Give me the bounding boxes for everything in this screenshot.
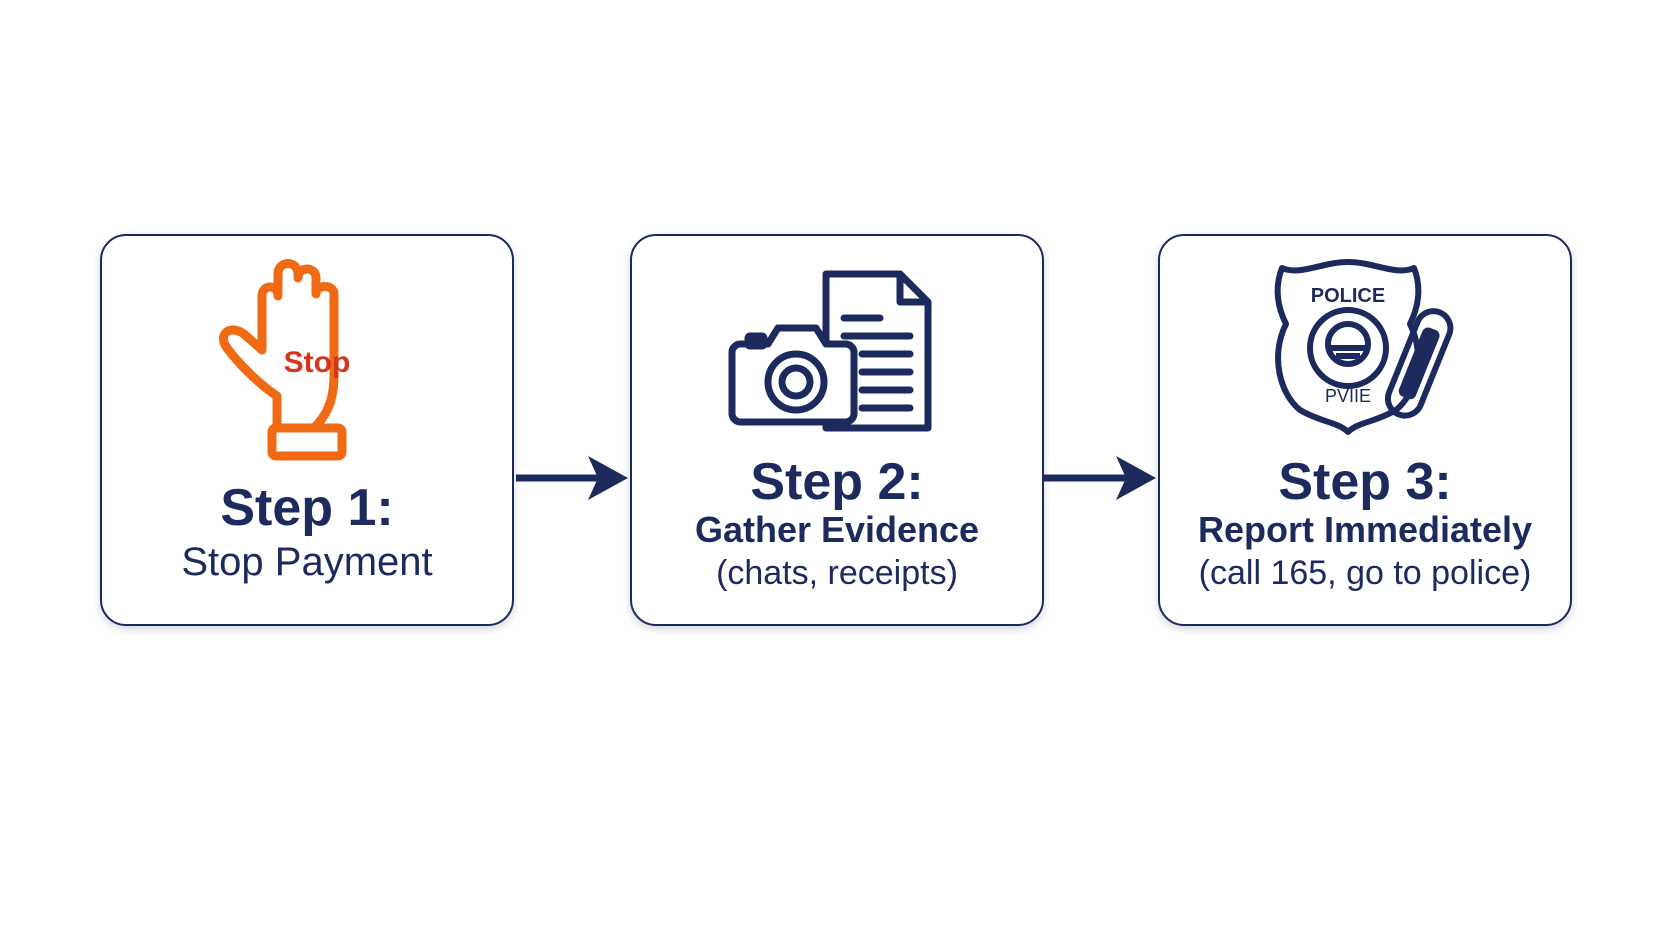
step-3-subtitle: Report Immediately — [1197, 509, 1533, 550]
arrow-right-icon — [516, 456, 628, 500]
step-1-subtitle: Stop Payment — [181, 540, 433, 584]
stop-hand-icon: Stop — [219, 259, 351, 461]
step-3-title: Step 3: — [1278, 453, 1452, 511]
step-2-detail: (chats, receipts) — [716, 554, 958, 592]
arrow-right-icon — [1044, 456, 1156, 500]
step-2-title: Step 2: — [750, 453, 924, 511]
step-3-detail: (call 165, go to police) — [1198, 554, 1532, 592]
step-2-card: Step 2: Gather Evidence (chats, receipts… — [630, 234, 1044, 626]
stop-label: Stop — [284, 346, 351, 379]
police-badge-phone-icon: POLICE PVIIE — [1274, 259, 1454, 435]
step-1-card: Stop Step 1: Stop Payment — [100, 234, 514, 626]
step-2-subtitle: Gather Evidence — [694, 509, 980, 550]
step-3-card: POLICE PVIIE Step 3: Report Immediately … — [1158, 234, 1572, 626]
step-1-title: Step 1: — [220, 479, 394, 537]
badge-top-text: POLICE — [1311, 285, 1385, 307]
badge-bottom-text: PVIIE — [1325, 386, 1371, 406]
camera-document-icon — [728, 270, 932, 432]
